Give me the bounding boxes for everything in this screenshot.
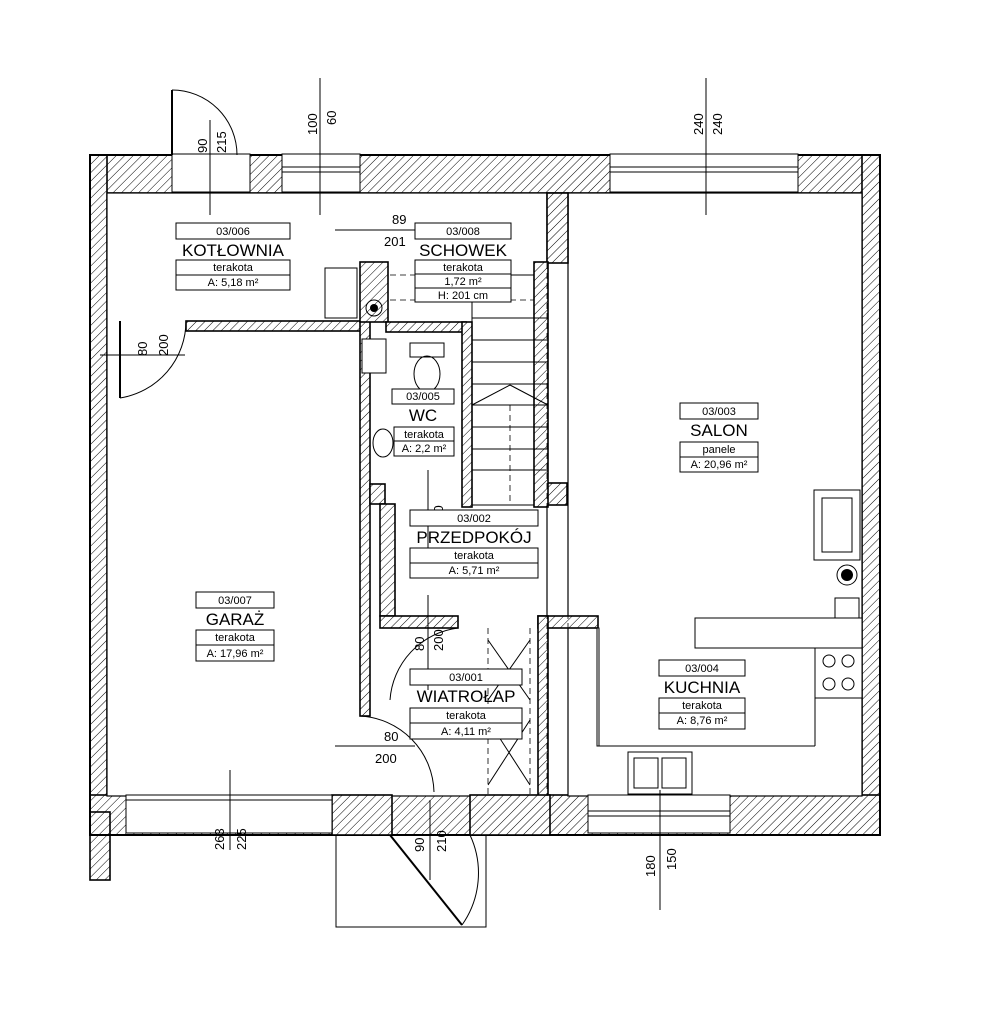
dim-180: 180 — [643, 855, 658, 877]
room-id: 03/005 — [406, 391, 440, 403]
room-area: A: 5,18 m² — [208, 277, 259, 289]
room-name: PRZEDPOKÓJ — [416, 528, 531, 547]
room-label-wc: 03/005 WC terakota A: 2,2 m² — [391, 388, 455, 457]
room-name: SALON — [690, 421, 748, 440]
dim-240a-top: 240 — [691, 113, 706, 135]
dim-201: 201 — [384, 234, 406, 249]
dim-90-top: 90 — [195, 139, 210, 153]
room-area: A: 5,71 m² — [449, 565, 500, 577]
room-id: 03/006 — [216, 226, 250, 238]
room-id: 03/002 — [457, 513, 491, 525]
room-name: WC — [409, 406, 437, 425]
room-floor: terakota — [446, 710, 487, 722]
room-name: SCHOWEK — [419, 241, 508, 260]
dim-80-garage: 80 — [384, 729, 398, 744]
room-floor: terakota — [443, 262, 484, 274]
dim-200-left: 200 — [156, 334, 171, 356]
dim-210-bottom: 210 — [434, 830, 449, 852]
dim-89: 89 — [392, 212, 406, 227]
dim-263: 263 — [212, 828, 227, 850]
room-label-salon: 03/003 SALON panele A: 20,96 m² — [679, 402, 759, 473]
dim-80-vest: 80 — [412, 637, 427, 651]
room-id: 03/007 — [218, 595, 252, 607]
dim-215-top: 215 — [214, 131, 229, 153]
room-name: KUCHNIA — [664, 678, 741, 697]
room-name: KOTŁOWNIA — [182, 241, 285, 260]
room-name: GARAŻ — [206, 610, 265, 629]
dim-80-left: 80 — [135, 342, 150, 356]
interior-walls — [185, 192, 600, 836]
room-label-garaz: 03/007 GARAŻ terakota A: 17,96 m² — [195, 591, 275, 662]
room-area: A: 17,96 m² — [207, 648, 264, 660]
dim-90-bottom: 90 — [412, 838, 427, 852]
room-area: A: 20,96 m² — [691, 459, 748, 471]
dim-60-top: 60 — [324, 111, 339, 125]
room-floor: panele — [702, 444, 735, 456]
room-floor: terakota — [404, 429, 445, 441]
room-id: 03/001 — [449, 672, 483, 684]
dim-240b-top: 240 — [710, 113, 725, 135]
room-id: 03/008 — [446, 226, 480, 238]
fixtures — [324, 267, 863, 795]
dim-200-vest: 200 — [431, 629, 446, 651]
room-area: A: 4,11 m² — [441, 726, 491, 738]
doors — [119, 89, 487, 928]
room-floor: terakota — [682, 700, 723, 712]
room-floor: terakota — [215, 632, 256, 644]
room-label-wiatrolap: 03/001 WIATROŁAP terakota A: 4,11 m² — [409, 668, 523, 740]
room-height: H: 201 cm — [438, 290, 488, 302]
windows — [125, 153, 799, 834]
room-name: WIATROŁAP — [417, 687, 516, 706]
room-label-kuchnia: 03/004 KUCHNIA terakota A: 8,76 m² — [658, 659, 746, 730]
room-area: 1,72 m² — [444, 276, 482, 288]
room-label-schowek: 03/008 SCHOWEK terakota 1,72 m² H: 201 c… — [414, 222, 512, 303]
room-id: 03/003 — [702, 406, 736, 418]
dim-200-garage: 200 — [375, 751, 397, 766]
room-floor: terakota — [213, 262, 254, 274]
dim-100-top: 100 — [305, 113, 320, 135]
room-id: 03/004 — [685, 663, 719, 675]
room-area: A: 2,2 m² — [402, 443, 447, 455]
room-floor: terakota — [454, 550, 495, 562]
dim-225: 225 — [234, 828, 249, 850]
room-area: A: 8,76 m² — [677, 715, 728, 727]
room-label-kotlownia: 03/006 KOTŁOWNIA terakota A: 5,18 m² — [175, 222, 291, 291]
room-label-przedpokoj: 03/002 PRZEDPOKÓJ terakota A: 5,71 m² — [409, 509, 539, 579]
dim-150: 150 — [664, 848, 679, 870]
